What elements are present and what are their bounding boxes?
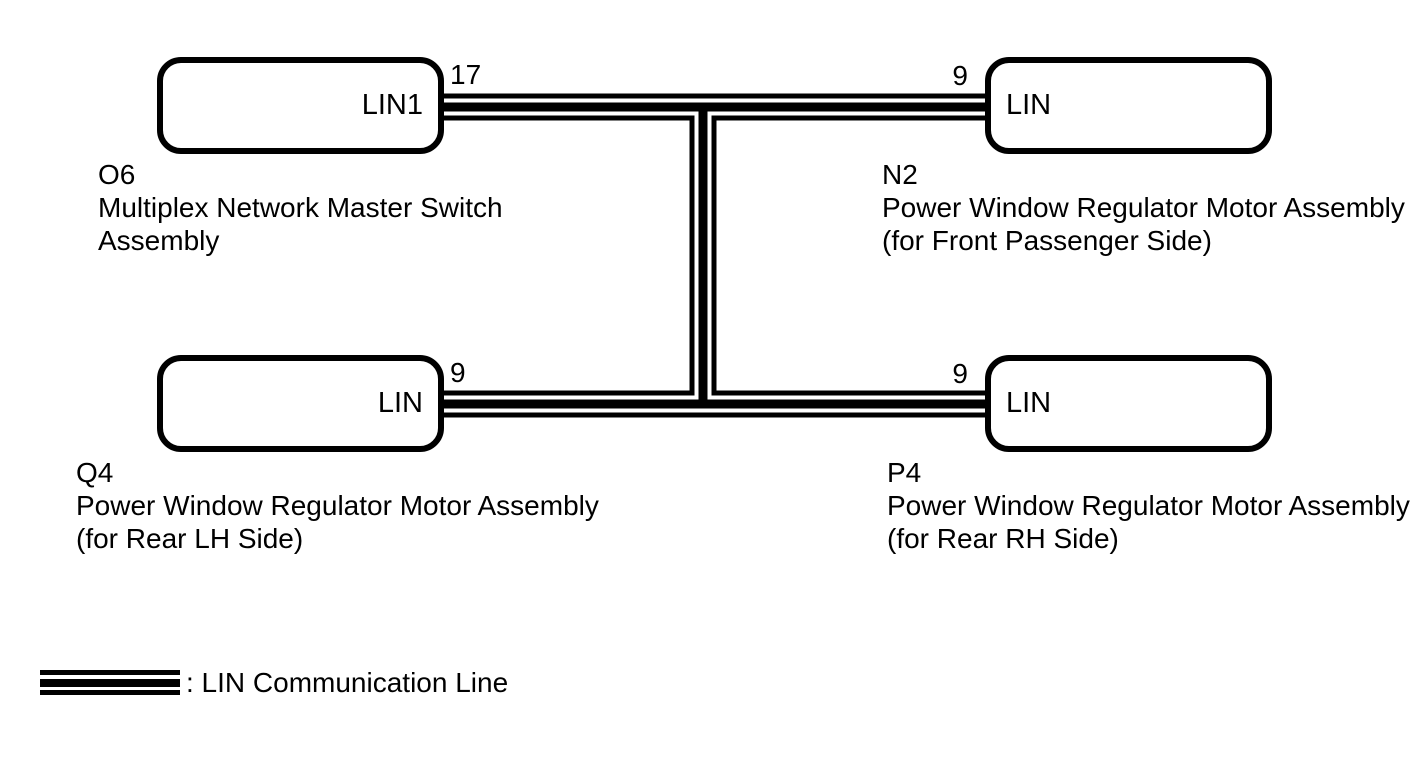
pin-number-o6: 17 <box>450 59 482 90</box>
node-name-line1-o6: Multiplex Network Master Switch <box>98 192 503 223</box>
node-name-line2-n2: (for Front Passenger Side) <box>882 225 1212 256</box>
node-box-o6: LIN1 <box>157 57 444 154</box>
node-box-q4: LIN <box>157 355 444 452</box>
node-label-q4: Q4 Power Window Regulator Motor Assembly… <box>76 456 599 555</box>
port-label-q4: LIN <box>377 387 423 419</box>
node-code-n2: N2 <box>882 159 918 190</box>
port-label-n2: LIN <box>1006 89 1052 121</box>
node-code-p4: P4 <box>887 457 922 488</box>
pin-number-p4: 9 <box>952 358 968 389</box>
node-label-n2: N2 Power Window Regulator Motor Assembly… <box>882 158 1405 257</box>
lin-line-legend-swatch <box>40 670 180 695</box>
node-name-line1-q4: Power Window Regulator Motor Assembly <box>76 490 599 521</box>
node-name-line2-o6: Assembly <box>98 225 220 256</box>
node-label-o6: O6 Multiplex Network Master Switch Assem… <box>98 158 503 257</box>
port-label-p4: LIN <box>1006 387 1052 419</box>
legend-label: : LIN Communication Line <box>186 667 509 698</box>
node-name-line1-p4: Power Window Regulator Motor Assembly <box>887 490 1410 521</box>
node-code-q4: Q4 <box>76 457 114 488</box>
port-label-o6: LIN1 <box>361 89 423 121</box>
node-code-o6: O6 <box>98 159 136 190</box>
node-name-line1-n2: Power Window Regulator Motor Assembly <box>882 192 1405 223</box>
node-label-p4: P4 Power Window Regulator Motor Assembly… <box>887 456 1410 555</box>
node-box-n2: LIN <box>985 57 1272 154</box>
wire-layer-core <box>438 102 990 409</box>
node-name-line2-p4: (for Rear RH Side) <box>887 523 1119 554</box>
node-name-line2-q4: (for Rear LH Side) <box>76 523 304 554</box>
pin-number-n2: 9 <box>952 60 968 91</box>
node-box-p4: LIN <box>985 355 1272 452</box>
pin-number-q4: 9 <box>450 357 466 388</box>
